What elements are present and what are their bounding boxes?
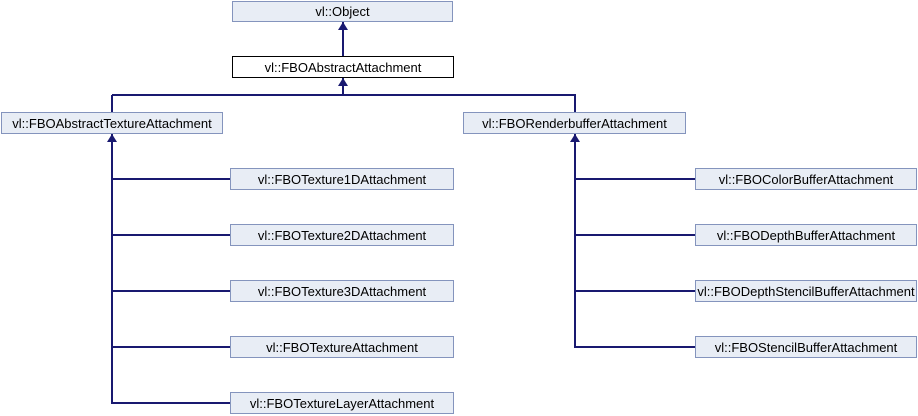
inheritance-edge-line [342, 22, 344, 56]
class-node-fbo-texture-layer-attachment[interactable]: vl::FBOTextureLayerAttachment [230, 392, 454, 414]
inheritance-edge-line [112, 402, 230, 404]
inheritance-arrowhead-icon [338, 78, 348, 86]
class-node-fbo-texture-1d-attachment[interactable]: vl::FBOTexture1DAttachment [230, 168, 454, 190]
class-node-fbo-abstract-attachment[interactable]: vl::FBOAbstractAttachment [232, 56, 454, 78]
inheritance-arrowhead-icon [570, 134, 580, 142]
class-node-fbo-depth-stencil-buffer-attachment[interactable]: vl::FBODepthStencilBufferAttachment [695, 280, 917, 302]
class-node-fbo-depth-buffer-attachment[interactable]: vl::FBODepthBufferAttachment [695, 224, 917, 246]
inheritance-edge-line [342, 78, 344, 95]
inheritance-edge-line [112, 234, 230, 236]
class-node-fbo-renderbuffer-attachment[interactable]: vl::FBORenderbufferAttachment [463, 112, 686, 134]
inheritance-edge-line [574, 95, 576, 112]
inheritance-edge-line [111, 134, 113, 404]
class-node-fbo-stencil-buffer-attachment[interactable]: vl::FBOStencilBufferAttachment [695, 336, 917, 358]
class-node-fbo-abstract-texture-attachment[interactable]: vl::FBOAbstractTextureAttachment [1, 112, 223, 134]
class-node-fbo-texture-attachment[interactable]: vl::FBOTextureAttachment [230, 336, 454, 358]
inheritance-edge-line [574, 134, 576, 348]
inheritance-arrowhead-icon [107, 134, 117, 142]
class-node-fbo-color-buffer-attachment[interactable]: vl::FBOColorBufferAttachment [695, 168, 917, 190]
inheritance-edge-line [111, 95, 113, 112]
inheritance-edge-line [112, 178, 230, 180]
inheritance-edge-line [575, 346, 695, 348]
class-node-object[interactable]: vl::Object [232, 1, 453, 22]
inheritance-arrowhead-icon [338, 22, 348, 30]
class-node-fbo-texture-2d-attachment[interactable]: vl::FBOTexture2DAttachment [230, 224, 454, 246]
inheritance-edge-line [575, 178, 695, 180]
class-node-fbo-texture-3d-attachment[interactable]: vl::FBOTexture3DAttachment [230, 280, 454, 302]
inheritance-edge-line [112, 94, 576, 96]
inheritance-edge-line [112, 346, 230, 348]
inheritance-edge-line [112, 290, 230, 292]
inheritance-edge-line [575, 290, 695, 292]
inheritance-edge-line [575, 234, 695, 236]
